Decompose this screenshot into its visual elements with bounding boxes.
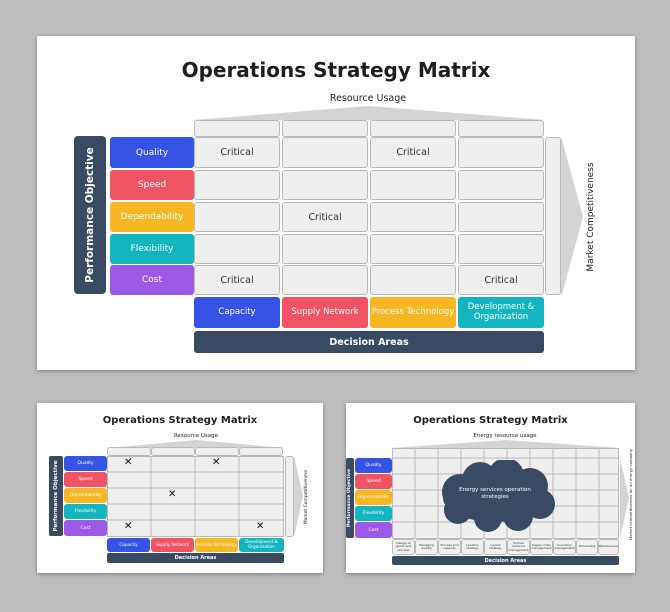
left-axis-label: Performance Objective bbox=[84, 147, 96, 283]
matrix-cell bbox=[370, 234, 456, 264]
objective-cost: Cost bbox=[110, 265, 194, 295]
critical-mark: ✕ bbox=[124, 521, 133, 532]
bottom-axis-bar: Decision Areas bbox=[107, 553, 284, 563]
area-cell: Inventory management bbox=[553, 539, 576, 555]
matrix-cell bbox=[282, 137, 368, 168]
matrix-cell: Critical bbox=[458, 265, 544, 295]
critical-mark: ✕ bbox=[212, 457, 221, 468]
area-cell: Location strategy bbox=[461, 539, 484, 555]
objective-speed: Speed bbox=[64, 472, 107, 487]
area-cell: Scheduling bbox=[576, 539, 598, 555]
left-axis-bar bbox=[49, 456, 63, 536]
objective-dependability: Dependability bbox=[64, 488, 107, 503]
header-cell bbox=[370, 120, 456, 137]
right-arrow bbox=[561, 136, 583, 298]
matrix-cell bbox=[194, 234, 280, 264]
area-supply-network: Supply Network bbox=[282, 297, 368, 328]
matrix-cell bbox=[458, 202, 544, 232]
bottom-axis-bar: Decision Areas bbox=[194, 331, 544, 353]
area-process-technology: Process Technology bbox=[370, 297, 456, 328]
top-funnel bbox=[392, 440, 620, 448]
objective-quality: Quality bbox=[110, 137, 194, 168]
area-capacity: Capacity bbox=[107, 538, 150, 552]
matrix-cell: Critical bbox=[370, 137, 456, 168]
header-cell bbox=[107, 447, 151, 456]
area-cell: Human resource management bbox=[507, 539, 530, 555]
matrix-cell bbox=[282, 170, 368, 200]
header-cell bbox=[458, 120, 544, 137]
thumbnail-slide-left[interactable]: Operations Strategy Matrix Resource Usag… bbox=[37, 403, 323, 573]
area-cell: Process and capacity bbox=[438, 539, 461, 555]
thumbnail-title: Operations Strategy Matrix bbox=[102, 415, 258, 426]
area-development-organization: Development & Organization bbox=[239, 538, 284, 552]
objective-cost: Cost bbox=[64, 520, 107, 536]
page-title: Operations Strategy Matrix bbox=[181, 58, 491, 82]
area-cell: Supply chain management bbox=[530, 539, 553, 555]
main-slide[interactable]: Operations Strategy Matrix Resource Usag… bbox=[37, 36, 635, 370]
right-column bbox=[285, 456, 294, 537]
objective-dependability: Dependability bbox=[355, 490, 392, 505]
cloud-text: Energy services operation strategies bbox=[459, 487, 531, 500]
top-axis-label: Resource Usage bbox=[173, 433, 219, 439]
matrix-cell bbox=[282, 265, 368, 295]
area-cell: Design of goods and services bbox=[392, 539, 415, 555]
matrix-cell bbox=[458, 170, 544, 200]
objective-dependability: Dependability bbox=[110, 202, 194, 232]
header-cell bbox=[194, 120, 280, 137]
area-supply-network: Supply Network bbox=[151, 538, 194, 552]
left-axis-label: Performance Objective bbox=[53, 460, 59, 532]
cloud-shape bbox=[442, 460, 555, 532]
critical-mark: ✕ bbox=[124, 457, 133, 468]
matrix-cell: Critical bbox=[194, 137, 280, 168]
area-cell: Maintenance bbox=[598, 539, 619, 555]
matrix-cell bbox=[370, 265, 456, 295]
left-axis-bar bbox=[74, 136, 106, 294]
objective-flexibility: Flexibility bbox=[64, 504, 107, 519]
objective-flexibility: Flexibility bbox=[355, 506, 392, 521]
matrix-cell bbox=[194, 170, 280, 200]
objective-quality: Quality bbox=[64, 456, 107, 471]
right-arrow bbox=[294, 456, 303, 537]
top-funnel bbox=[107, 440, 285, 448]
left-axis-bar bbox=[346, 458, 354, 538]
right-axis-label: Market Competitiveness bbox=[304, 469, 309, 525]
critical-mark: ✕ bbox=[168, 489, 177, 500]
thumbnail-slide-right[interactable]: Operations Strategy Matrix Energy resour… bbox=[346, 403, 635, 573]
thumbnail-title: Operations Strategy Matrix bbox=[413, 415, 568, 426]
bottom-axis-bar: Decision Areas bbox=[392, 556, 619, 565]
header-cell bbox=[282, 120, 368, 137]
objective-flexibility: Flexibility bbox=[110, 234, 194, 264]
matrix-cell: Critical bbox=[194, 265, 280, 295]
right-column bbox=[545, 137, 561, 295]
area-process-technology: Process Technology bbox=[195, 538, 238, 552]
top-axis-label: Energy resource usage bbox=[473, 433, 537, 439]
area-capacity: Capacity bbox=[194, 297, 280, 328]
right-arrow bbox=[620, 458, 629, 538]
matrix-cell bbox=[458, 137, 544, 168]
objective-speed: Speed bbox=[110, 170, 194, 200]
matrix-cell bbox=[282, 234, 368, 264]
header-cell bbox=[195, 447, 239, 456]
critical-mark: ✕ bbox=[256, 521, 265, 532]
matrix-cell bbox=[458, 234, 544, 264]
matrix-cell: Critical bbox=[282, 202, 368, 232]
right-axis-label: Market competitiveness for an energy com… bbox=[628, 449, 633, 540]
area-cell: Managing quality bbox=[415, 539, 438, 555]
matrix-cell bbox=[370, 202, 456, 232]
header-cell bbox=[239, 447, 283, 456]
matrix-grid bbox=[107, 456, 284, 537]
header-cell bbox=[151, 447, 195, 456]
objective-cost: Cost bbox=[355, 522, 392, 538]
top-axis-label: Resource Usage bbox=[329, 93, 407, 104]
matrix-cell bbox=[194, 202, 280, 232]
area-cell: Layout strategy bbox=[484, 539, 507, 555]
left-axis-label: Performance Objective bbox=[347, 468, 352, 528]
top-funnel bbox=[193, 106, 545, 120]
objective-quality: Quality bbox=[355, 458, 392, 473]
right-axis-label: Market Competitiveness bbox=[586, 162, 596, 272]
matrix-cell bbox=[370, 170, 456, 200]
area-development-organization: Development & Organization bbox=[458, 297, 544, 328]
objective-speed: Speed bbox=[355, 474, 392, 489]
